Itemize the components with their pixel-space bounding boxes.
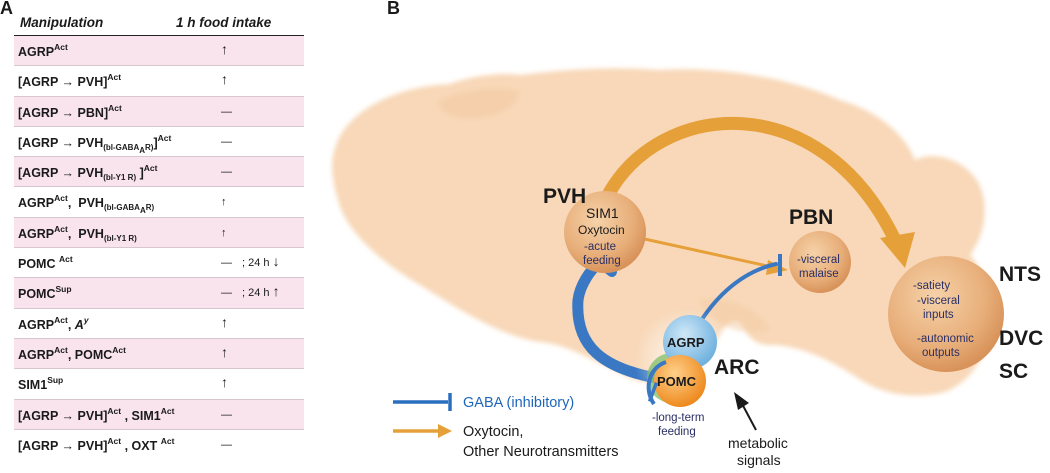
table-row: [AGRP → PVH]Act , SIM1Act — — [14, 399, 304, 430]
intake-cell: — — [221, 105, 232, 118]
oxytocin-projection-pvh-to-nts — [601, 116, 915, 268]
nts-autonomic-label: -autonomic — [917, 333, 974, 345]
intake-cell: — — [221, 135, 232, 148]
legend-gaba-symbol — [393, 393, 452, 411]
manipulation-cell: SIM1Sup — [18, 375, 64, 393]
intake-cell: ↑ — [221, 41, 228, 57]
arc-label: ARC — [714, 356, 760, 379]
table-row: POMCSup —; 24 h ↑ — [14, 278, 304, 309]
nts-inputs-label: inputs — [923, 309, 954, 321]
pvh-feeding-label: feeding — [583, 255, 621, 267]
pbn-visceral-label: -visceral — [797, 254, 840, 266]
pomc-label: POMC — [657, 374, 697, 389]
pvh-acute-label: -acute — [584, 241, 616, 253]
pvh-node: PVH SIM1 Oxytocin -acute feeding — [543, 185, 646, 273]
pvh-sim1-label: SIM1 — [586, 205, 619, 221]
intake-cell: ↑ — [221, 343, 228, 360]
table-row: AGRPAct, POMCAct ↑ — [14, 338, 304, 370]
nts-label: NTS — [999, 263, 1041, 286]
manipulation-cell: [AGRP → PVH]Act , OXT Act — [18, 435, 175, 453]
legend-other-label: Other Neurotransmitters — [463, 444, 619, 460]
legend-gaba-label: GABA (inhibitory) — [463, 395, 574, 411]
intake-cell: ↑ — [221, 226, 227, 239]
nts-outputs-label: outputs — [922, 347, 960, 359]
nts-satiety-label: -satiety — [913, 280, 950, 292]
manipulation-cell: [AGRP → PVH(bl-Y1 R) ]Act — [18, 163, 158, 183]
arc-cluster: AGRP POMC ARC -long-term feeding — [634, 308, 760, 438]
pbn-label: PBN — [789, 206, 833, 229]
sc-label: SC — [999, 360, 1028, 383]
pvh-label: PVH — [543, 185, 586, 208]
intake-header: 1 h food intake — [176, 15, 272, 30]
table-row: [AGRP → PVH(bl-GABAAR)]Act — — [14, 127, 304, 158]
pbn-malaise-label: malaise — [799, 268, 839, 280]
manipulation-cell: POMCSup — [18, 284, 72, 302]
intake-cell: ↑ — [221, 196, 227, 209]
table-row: [AGRP → PVH]Act , OXT Act — — [14, 430, 304, 459]
pbn-node: PBN -visceral malaise — [789, 206, 851, 293]
manipulation-cell: [AGRP → PVH(bl-GABAAR)]Act — [18, 132, 172, 155]
intake-cell: — — [221, 438, 232, 451]
arc-longterm-label: -long-term — [652, 412, 704, 424]
table-row: [AGRP → PBN]Act — — [14, 96, 304, 127]
manipulation-cell: [AGRP → PVH]Act — [18, 72, 122, 90]
manipulation-header: Manipulation — [20, 15, 104, 30]
intake-cell: —; 24 h ↑ — [221, 283, 280, 300]
table-row: AGRPAct ↑ — [14, 36, 304, 67]
nts-visceral-label: -visceral — [917, 295, 960, 307]
legend-oxytocin-symbol — [393, 424, 452, 438]
panel-a-label: A — [0, 0, 13, 18]
manipulation-cell: AGRPAct, Ay — [18, 314, 89, 332]
arc-feeding-label: feeding — [658, 426, 696, 438]
table-row: POMC Act —; 24 h ↓ — [14, 248, 304, 279]
table-row: SIM1Sup ↑ — [14, 369, 304, 400]
manipulation-cell: [AGRP → PBN]Act — [18, 102, 122, 120]
intake-cell: —; 24 h ↓ — [221, 253, 280, 270]
intake-cell: ↑ — [221, 71, 228, 88]
intake-cell: — — [221, 166, 232, 179]
manipulation-cell: AGRPAct, PVH(bl-Y1 R) — [18, 223, 137, 243]
table-row: [AGRP → PVH]Act ↑ — [14, 66, 304, 97]
manipulation-cell: AGRPAct — [18, 42, 68, 59]
manipulation-cell: AGRPAct, PVH(bl-GABAAR) — [18, 193, 155, 216]
nts-node: -satiety -visceral inputs -autonomic out… — [888, 256, 1043, 383]
manipulation-cell: AGRPAct, POMCAct — [18, 344, 126, 362]
table-header: Manipulation 1 h food intake — [14, 13, 304, 36]
metabolic-signals: metabolic signals — [728, 392, 788, 468]
intake-cell: ↑ — [221, 374, 228, 391]
table-row: AGRPAct, PVH(bl-GABAAR) ↑ — [14, 187, 304, 218]
intake-cell: ↑ — [221, 313, 228, 330]
manipulation-cell: [AGRP → PVH]Act , SIM1Act — [18, 405, 175, 423]
panel-b-label: B — [387, 0, 400, 18]
legend-oxytocin-label: Oxytocin, — [463, 424, 523, 440]
intake-cell: — — [221, 408, 232, 421]
table-row: AGRPAct, Ay ↑ — [14, 309, 304, 339]
pvh-oxytocin-label: Oxytocin — [578, 223, 625, 237]
legend: GABA (inhibitory) Oxytocin, Other Neurot… — [393, 393, 619, 460]
manipulation-table: Manipulation 1 h food intake AGRPAct ↑ [… — [14, 13, 304, 459]
agrp-label: AGRP — [667, 335, 705, 350]
signals-label: signals — [737, 452, 781, 468]
table-row: [AGRP → PVH(bl-Y1 R) ]Act — — [14, 157, 304, 188]
table-row: AGRPAct, PVH(bl-Y1 R) ↑ — [14, 217, 304, 249]
pomc-neuron — [654, 355, 706, 407]
manipulation-cell: POMC Act — [18, 254, 73, 272]
metabolic-label: metabolic — [728, 435, 788, 451]
dvc-label: DVC — [999, 327, 1043, 350]
